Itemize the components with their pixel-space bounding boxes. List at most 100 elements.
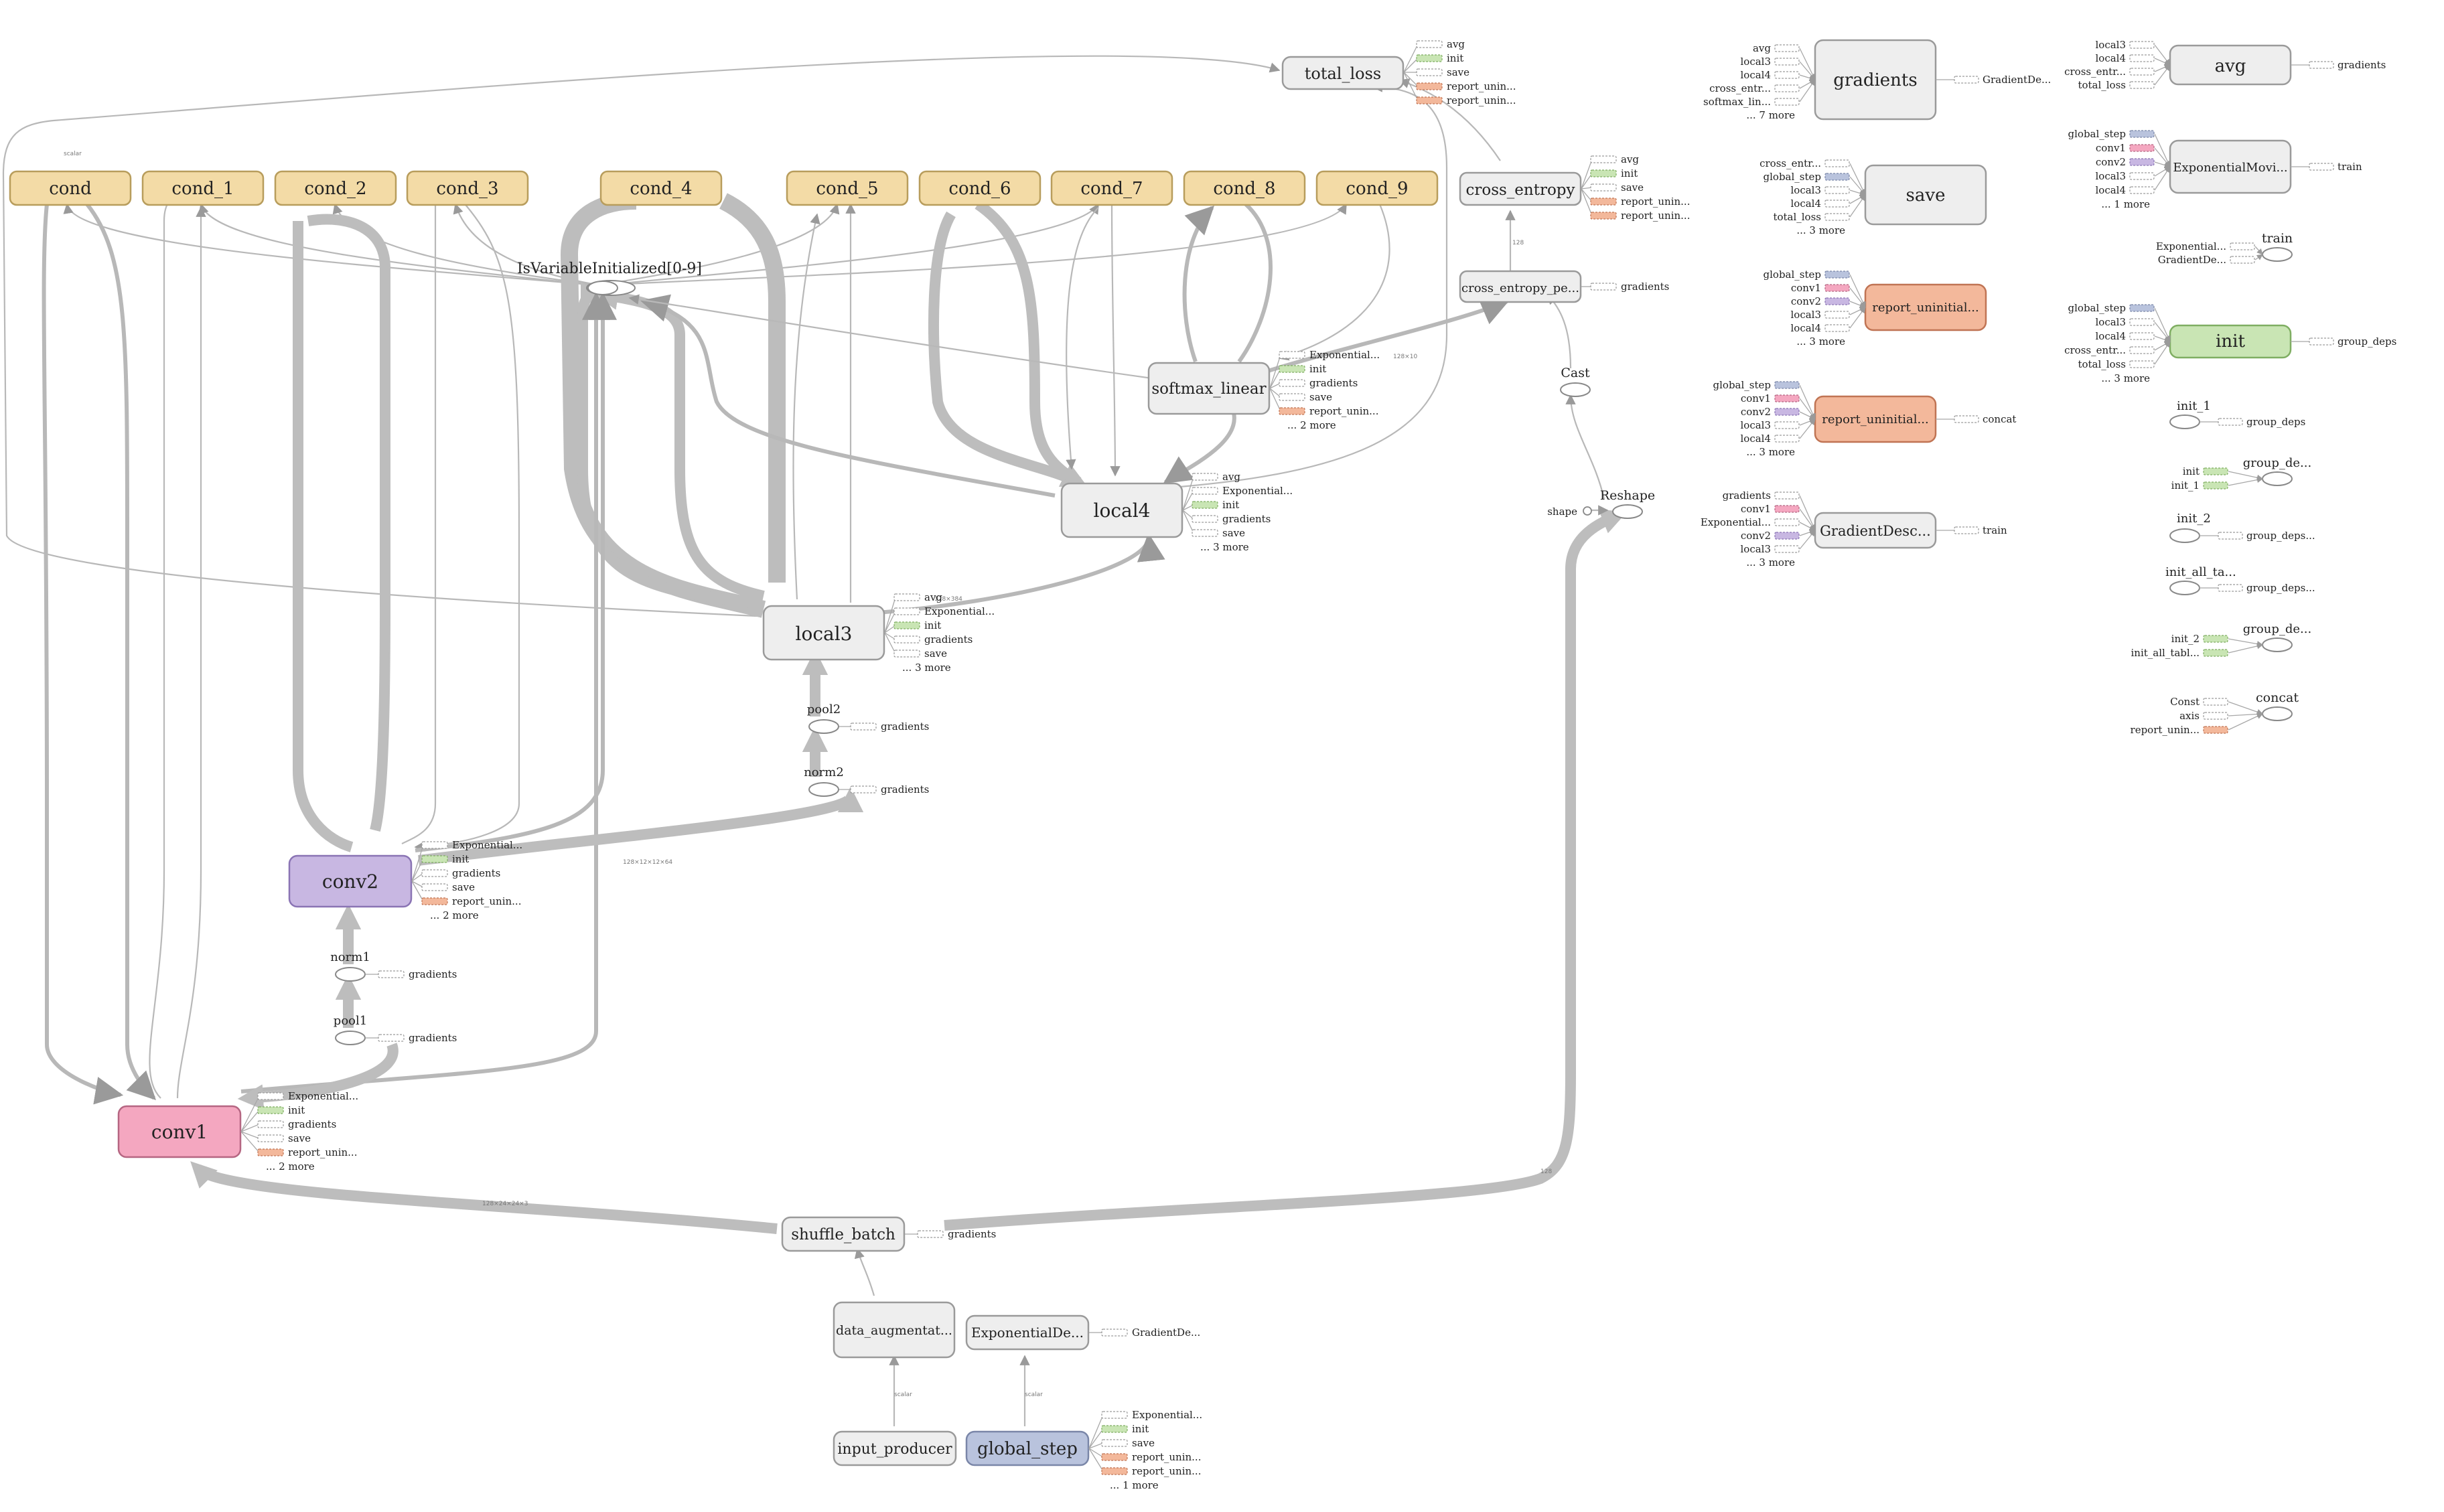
- side-init-2-output[interactable]: group_deps...: [2200, 530, 2315, 542]
- side-init-input[interactable]: global_step: [2068, 302, 2171, 342]
- softmax-linear-aux-item[interactable]: ... 2 more: [1287, 419, 1336, 431]
- local3-aux-item[interactable]: init: [884, 619, 941, 633]
- side-save-input[interactable]: local3: [1790, 184, 1866, 196]
- side-train-input[interactable]: GradientDe...: [2158, 254, 2263, 266]
- side-report-uninit2-input[interactable]: local4: [1740, 419, 1816, 445]
- local4-aux-item[interactable]: Exponential...: [1182, 485, 1293, 511]
- local3-aux-item[interactable]: ... 3 more: [902, 662, 951, 674]
- total-loss-aux-item[interactable]: avg: [1403, 38, 1465, 73]
- side-gradients-input[interactable]: softmax_lin...: [1703, 79, 1816, 108]
- cross-entropy-aux-item[interactable]: report_unin...: [1581, 188, 1690, 222]
- conv1-aux-item[interactable]: save: [240, 1131, 311, 1144]
- local4-aux-item[interactable]: gradients: [1182, 510, 1271, 525]
- side-node-concat[interactable]: concat: [2256, 690, 2299, 721]
- side-node-report-uninitial-2[interactable]: report_uninitial...: [1814, 395, 1937, 443]
- node-softmax-linear[interactable]: softmax_linear: [1147, 362, 1271, 415]
- side-gradients-input[interactable]: ... 7 more: [1746, 109, 1795, 121]
- side-gradientdesc-input[interactable]: conv1: [1741, 503, 1816, 531]
- conv1-aux-item[interactable]: ... 2 more: [266, 1160, 315, 1173]
- side-report-uninit2-output[interactable]: concat: [1936, 413, 2016, 425]
- exponentialde-aux-item[interactable]: GradientDe...: [1089, 1327, 1200, 1339]
- shuffle-batch-aux-item[interactable]: gradients: [905, 1228, 996, 1240]
- local4-aux-item[interactable]: save: [1182, 510, 1245, 539]
- side-init-input[interactable]: local4: [2095, 330, 2171, 343]
- side-report-uninit2-input[interactable]: local3: [1740, 418, 1816, 431]
- side-expmovi-input[interactable]: local4: [2095, 166, 2171, 196]
- side-gradients-input[interactable]: cross_entr...: [1709, 79, 1816, 94]
- node-exponentialde[interactable]: ExponentialDe...: [965, 1314, 1090, 1351]
- side-save-input[interactable]: total_loss: [1773, 194, 1866, 223]
- node-cond[interactable]: cond: [9, 170, 132, 206]
- conv2-aux-item[interactable]: save: [411, 881, 475, 893]
- side-node-init-all-ta[interactable]: init_all_ta...: [2165, 565, 2236, 595]
- node-cond-7[interactable]: cond_7: [1050, 170, 1173, 206]
- cross-entropy-aux-item[interactable]: avg: [1581, 153, 1639, 190]
- node-cond-1[interactable]: cond_1: [141, 170, 265, 206]
- node-local4[interactable]: local4: [1060, 482, 1183, 538]
- side-group-de1-input[interactable]: init: [2183, 465, 2263, 481]
- node-pool2[interactable]: pool2: [807, 702, 841, 734]
- side-avg-input[interactable]: total_loss: [2078, 64, 2171, 91]
- node-global-step[interactable]: global_step: [965, 1430, 1090, 1466]
- global-step-aux-item[interactable]: save: [1088, 1437, 1155, 1449]
- side-report-uninit1-input[interactable]: conv2: [1791, 295, 1866, 309]
- conv1-aux-item[interactable]: init: [240, 1104, 305, 1132]
- local3-aux-item[interactable]: Exponential...: [884, 605, 995, 633]
- cross-entropy-aux-item[interactable]: report_unin...: [1581, 188, 1690, 208]
- side-node-avg[interactable]: avg: [2169, 44, 2292, 86]
- global-step-aux-item[interactable]: ... 1 more: [1110, 1479, 1159, 1491]
- side-gradients-input[interactable]: local4: [1740, 69, 1816, 81]
- side-gradientdesc-input[interactable]: conv2: [1741, 529, 1816, 542]
- conv2-aux-item[interactable]: Exponential...: [411, 839, 522, 882]
- node-reshape[interactable]: Reshape: [1600, 488, 1655, 519]
- side-node-init-2[interactable]: init_2: [2169, 512, 2211, 543]
- side-train-input[interactable]: Exponential...: [2156, 240, 2263, 255]
- side-report-uninit1-input[interactable]: conv1: [1791, 282, 1866, 308]
- softmax-linear-aux-item[interactable]: save: [1269, 388, 1332, 403]
- side-save-input[interactable]: local4: [1790, 194, 1866, 210]
- side-init-input[interactable]: local3: [2095, 316, 2171, 342]
- node-cross-entropy[interactable]: cross_entropy: [1459, 171, 1582, 206]
- side-report-uninit2-input[interactable]: global_step: [1713, 379, 1816, 420]
- total-loss-aux-item[interactable]: report_unin...: [1403, 72, 1516, 106]
- node-norm2[interactable]: norm2: [804, 765, 844, 797]
- global-step-aux-item[interactable]: report_unin...: [1088, 1448, 1201, 1463]
- node-pool1[interactable]: pool1: [334, 1014, 367, 1045]
- side-report-uninit1-input[interactable]: local3: [1790, 307, 1866, 321]
- side-expmovi-input[interactable]: conv1: [2096, 142, 2171, 167]
- node-conv1[interactable]: conv1: [117, 1105, 242, 1158]
- global-step-aux-item[interactable]: Exponential...: [1088, 1409, 1202, 1449]
- side-init-output[interactable]: group_deps: [2291, 335, 2396, 348]
- conv2-aux-item[interactable]: report_unin...: [411, 881, 521, 907]
- side-report-uninit2-input[interactable]: conv1: [1741, 392, 1816, 420]
- local3-aux-item[interactable]: save: [884, 632, 947, 660]
- local4-aux-item[interactable]: init: [1182, 499, 1239, 511]
- side-group-de1-input[interactable]: init_1: [2171, 477, 2263, 492]
- side-report-uninit2-input[interactable]: conv2: [1741, 406, 1816, 420]
- global-step-aux-item[interactable]: init: [1088, 1423, 1149, 1449]
- local3-aux-item[interactable]: gradients: [884, 632, 973, 646]
- side-concat-input[interactable]: Const: [2170, 696, 2263, 715]
- side-node-init-1[interactable]: init_1: [2169, 399, 2211, 429]
- side-node-train[interactable]: train: [2262, 231, 2293, 262]
- side-gradients-input[interactable]: local3: [1740, 56, 1816, 80]
- node-conv2[interactable]: conv2: [288, 854, 413, 908]
- node-cond-9[interactable]: cond_9: [1315, 170, 1439, 206]
- side-init-input[interactable]: total_loss: [2078, 341, 2171, 370]
- side-expmovi-input[interactable]: local3: [2095, 166, 2171, 182]
- node-cross-entropy-pe[interactable]: cross_entropy_pe...: [1459, 270, 1582, 303]
- side-expmovi-input[interactable]: ... 1 more: [2101, 198, 2150, 210]
- side-init-input[interactable]: cross_entr...: [2064, 341, 2171, 356]
- side-concat-input[interactable]: report_unin...: [2131, 713, 2263, 736]
- node-local3[interactable]: local3: [762, 605, 885, 661]
- node-cond-8[interactable]: cond_8: [1183, 170, 1306, 206]
- global-step-aux-item[interactable]: report_unin...: [1088, 1448, 1201, 1477]
- side-avg-input[interactable]: cross_entr...: [2064, 64, 2171, 78]
- side-expmovi-input[interactable]: conv2: [2096, 156, 2171, 168]
- side-expmovi-input[interactable]: global_step: [2068, 128, 2171, 167]
- side-save-input[interactable]: ... 3 more: [1796, 224, 1845, 236]
- side-init-all-ta-output[interactable]: group_deps...: [2200, 582, 2315, 594]
- cross-entropy-aux-item[interactable]: save: [1581, 181, 1644, 194]
- side-node-group-de-2[interactable]: group_de...: [2243, 622, 2311, 652]
- side-gradientdesc-output[interactable]: train: [1936, 524, 2007, 536]
